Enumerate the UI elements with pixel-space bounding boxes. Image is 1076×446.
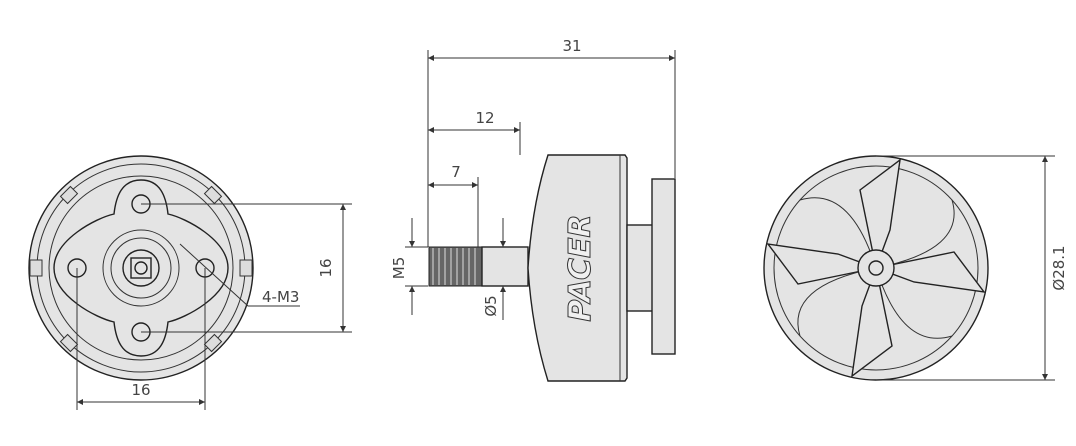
overall-length-label: 31: [562, 37, 581, 55]
bell-spokes: [766, 158, 986, 378]
hole-spacing-vertical-label: 16: [317, 258, 335, 277]
mount-holes-leader: [179, 243, 300, 307]
thread-size-label: M5: [390, 257, 408, 280]
mount-holes-label: 4-M3: [262, 288, 299, 306]
shaft-diameter-label: Ø5: [482, 295, 500, 316]
top-view: Ø28.1: [763, 155, 1068, 381]
hole-spacing-horizontal-label: 16: [131, 381, 150, 399]
shaft-length-label: 12: [475, 109, 494, 127]
thread-length-label: 7: [451, 163, 461, 181]
bottom-view: 16 16 4-M3: [28, 155, 352, 410]
bell-diameter-label: Ø28.1: [1050, 245, 1068, 290]
pacer-logo: PACER: [563, 214, 598, 321]
side-view: 31 12 7 PACER M5 Ø5: [390, 37, 676, 382]
